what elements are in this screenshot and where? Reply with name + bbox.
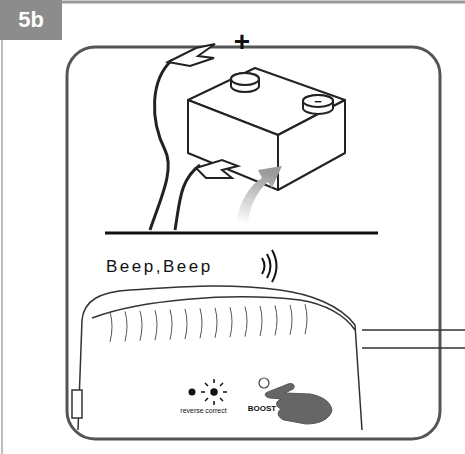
step-tag: 5b bbox=[0, 0, 62, 40]
beep-text: Beep,Beep bbox=[106, 258, 213, 275]
jump-starter bbox=[72, 286, 465, 430]
correct-led bbox=[201, 379, 227, 405]
ground-line bbox=[105, 232, 378, 235]
side-rule bbox=[1, 40, 3, 454]
lift-arrow bbox=[236, 166, 282, 222]
sound-waves bbox=[262, 250, 277, 282]
pressing-hand bbox=[265, 383, 332, 424]
header-rule bbox=[62, 1, 465, 4]
reverse-led bbox=[189, 389, 196, 396]
jumper-clamps bbox=[150, 44, 238, 230]
boost-button bbox=[259, 378, 269, 388]
negative-sign: − bbox=[314, 95, 322, 108]
positive-sign: + bbox=[234, 28, 250, 56]
boost-label: BOOST bbox=[248, 405, 276, 413]
correct-label: correct bbox=[205, 407, 226, 414]
housing-ribs bbox=[110, 304, 307, 342]
panel-frame bbox=[67, 47, 440, 439]
reverse-label: reverse bbox=[180, 407, 203, 414]
step-number: 5b bbox=[18, 7, 44, 33]
